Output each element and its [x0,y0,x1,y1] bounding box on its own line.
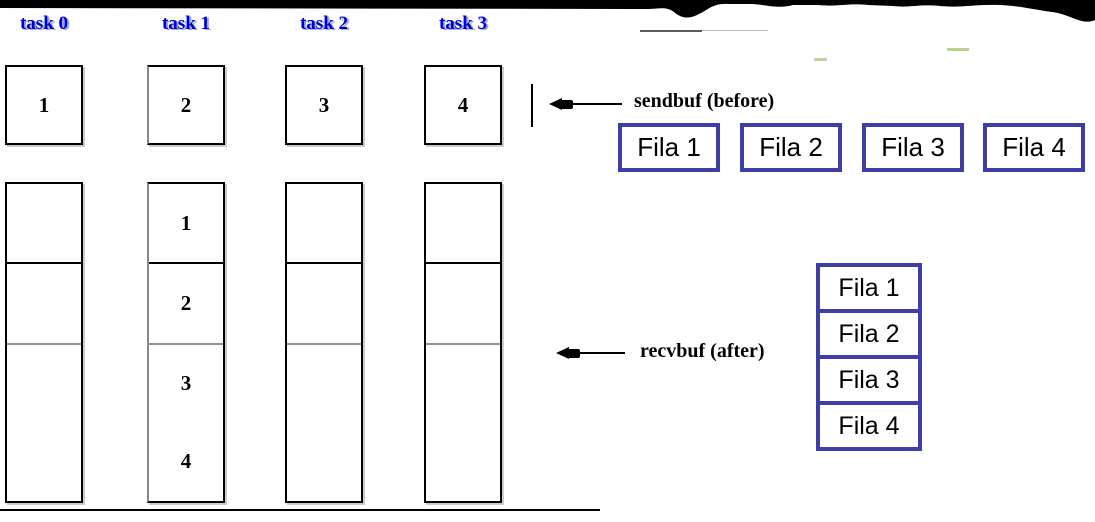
task-2-send-value: 3 [318,92,330,117]
task-3-label: task 3 [438,13,488,34]
recv-cell [287,184,361,265]
task-2-recvbuf-column [285,182,363,503]
fila-1-box: Fila 1 [618,123,720,172]
recv-cell [287,264,361,345]
recv-cell: 4 [180,449,192,474]
left-arrow-icon [556,347,569,359]
task-0-recvbuf-column [5,182,83,503]
stray-vertical-line [531,84,533,127]
bottom-edge-line [0,509,600,511]
task-3-sendbuf-box: 4 [424,65,502,145]
task-1-recvbuf-column: 1 2 3 4 [147,182,225,503]
task-1-label: task 1 [161,13,211,34]
fila-2-stack-box: Fila 2 [816,309,922,359]
sendbuf-before-label: sendbuf (before) [634,90,775,112]
recv-cell [287,345,361,423]
task-0-sendbuf-box: 1 [5,65,83,145]
recv-cell [7,423,81,501]
arrow-shaft [573,352,625,354]
task-3-send-value: 4 [457,92,469,117]
torn-top-edge [0,0,1095,22]
arrow-shaft [566,103,622,105]
fila-1-stack-box: Fila 1 [816,263,922,313]
scan-artifact [702,30,768,31]
recv-cell [426,423,500,501]
recv-cell [7,184,81,265]
scan-artifact [947,48,969,51]
recv-cell [7,345,81,423]
recv-cell [426,264,500,345]
task-3-recvbuf-column [424,182,502,503]
fila-3-stack-box: Fila 3 [816,355,922,405]
task-0-send-value: 1 [38,92,50,117]
recv-cell [7,264,81,345]
fila-stack: Fila 1 Fila 2 Fila 3 Fila 4 [816,263,922,451]
task-1-sendbuf-box: 2 [147,65,225,145]
recv-cell [426,345,500,423]
task-2-label: task 2 [299,13,349,34]
fila-4-box: Fila 4 [983,123,1085,172]
task-1-send-value: 2 [180,92,192,117]
recv-cell: 1 [149,184,223,265]
task-0-label: task 0 [19,13,69,34]
scan-artifact [814,58,827,61]
recvbuf-after-label: recvbuf (after) [640,340,765,362]
recv-cell [287,423,361,501]
fila-3-box: Fila 3 [862,123,964,172]
recv-cell [426,184,500,265]
left-arrow-icon [549,98,562,110]
fila-4-stack-box: Fila 4 [816,401,922,451]
scan-artifact [640,30,702,32]
recv-cell: 3 [180,371,192,396]
task-2-sendbuf-box: 3 [285,65,363,145]
fila-2-box: Fila 2 [740,123,842,172]
recv-cell: 2 [149,264,223,345]
